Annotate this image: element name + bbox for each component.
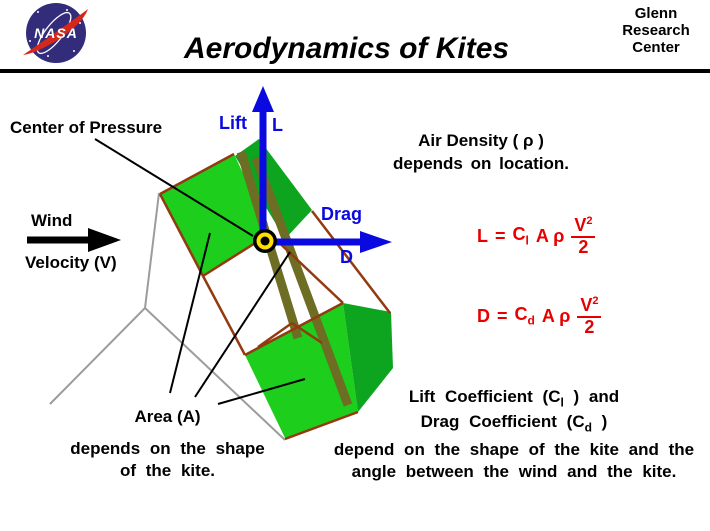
kite-bottom-cell-side-face (343, 303, 393, 412)
lift-label: Lift (219, 113, 247, 133)
org-line: Glenn (634, 5, 678, 22)
drag-arrow (265, 231, 392, 253)
lift-arrow (252, 86, 274, 241)
lift-arrowhead (252, 86, 274, 112)
nasa-logo-star (79, 22, 81, 24)
nasa-logo-text: NASA (34, 25, 78, 41)
org-line: Research (622, 22, 690, 39)
velocity-label: Velocity (V) (25, 253, 117, 272)
drag-label: Drag (321, 204, 363, 224)
coefficients-line3: depend on the shape of the kite and the (333, 440, 695, 459)
wind-label: Wind (31, 211, 73, 230)
frame-longeron-front (201, 275, 247, 356)
lift-eq-equals: = (495, 225, 506, 246)
bridle-line-upper (144, 192, 160, 309)
drag-eq-lhs: D (477, 305, 490, 326)
drag-symbol-label: D (340, 247, 353, 267)
leader-area-bottom-cell (217, 378, 306, 405)
page-title: Aerodynamics of Kites (184, 32, 510, 66)
wind-arrowhead (88, 228, 121, 252)
nasa-logo-star (66, 9, 68, 11)
nasa-logo-orbit (36, 11, 72, 55)
frame-bottom-cell-edge (244, 301, 344, 357)
org-line: Center (632, 39, 680, 56)
drag-eq-factors: A ρ (541, 305, 571, 326)
nasa-logo[interactable] (23, 3, 88, 63)
leader-area-top-cell (169, 232, 211, 394)
kite-spar (251, 156, 353, 407)
flying-line (49, 307, 146, 405)
air-density-line1: Air Density ( ρ ) (418, 131, 544, 150)
area-desc-line2: of the kite. (119, 461, 215, 480)
lift-eq-fraction: V2 2 (571, 215, 596, 257)
lift-eq-lhs: L (477, 225, 488, 246)
area-desc-line1: depends on the shape (70, 439, 265, 458)
kite-bridle (49, 192, 286, 441)
drag-eq-fraction: V2 2 (577, 295, 602, 337)
frame-longeron-back (311, 210, 391, 314)
org-name: Glenn Research Center (606, 5, 706, 56)
lift-eq-factors: A ρ (535, 225, 565, 246)
drag-eq-equals: = (497, 305, 508, 326)
leader-area-middle (194, 251, 291, 398)
lift-equation: L = Cl A ρ V2 2 (477, 212, 596, 260)
drag-arrowhead (360, 231, 392, 253)
annotation-lines (94, 138, 306, 405)
frame-bottom-edge (284, 410, 359, 441)
coefficients-line4: angle between the wind and the kite. (351, 462, 677, 481)
frame-left-edge (158, 193, 205, 277)
header-rule (0, 69, 710, 73)
nasa-logo-star (73, 50, 75, 52)
drag-equation: D = Cd A ρ V2 2 (477, 292, 602, 340)
frame-brace (291, 321, 323, 345)
wind-arrow (27, 228, 121, 252)
nasa-logo-star (37, 11, 39, 13)
bridle-line-lower (144, 307, 286, 441)
leader-center-of-pressure (94, 138, 254, 237)
kite-bottom-cell-front-face (245, 303, 358, 438)
lift-eq-coefficient: Cl (512, 224, 529, 248)
center-of-pressure-marker (253, 229, 277, 253)
coefficients-line1: Lift Coefficient (Cl ) and (408, 387, 620, 410)
area-title: Area (A) (134, 407, 201, 426)
nasa-logo-star (29, 40, 31, 42)
nasa-logo-star (47, 55, 49, 57)
marker-center-dot (260, 236, 270, 246)
frame-brace (257, 321, 293, 349)
drag-eq-coefficient: Cd (514, 304, 535, 328)
lift-symbol-label: L (272, 115, 283, 135)
air-density-line2: depends on location. (392, 154, 569, 173)
frame-longeron-middle (270, 234, 344, 304)
coefficients-line2: Drag Coefficient (Cd ) (420, 412, 608, 435)
center-of-pressure-label: Center of Pressure (10, 118, 163, 137)
